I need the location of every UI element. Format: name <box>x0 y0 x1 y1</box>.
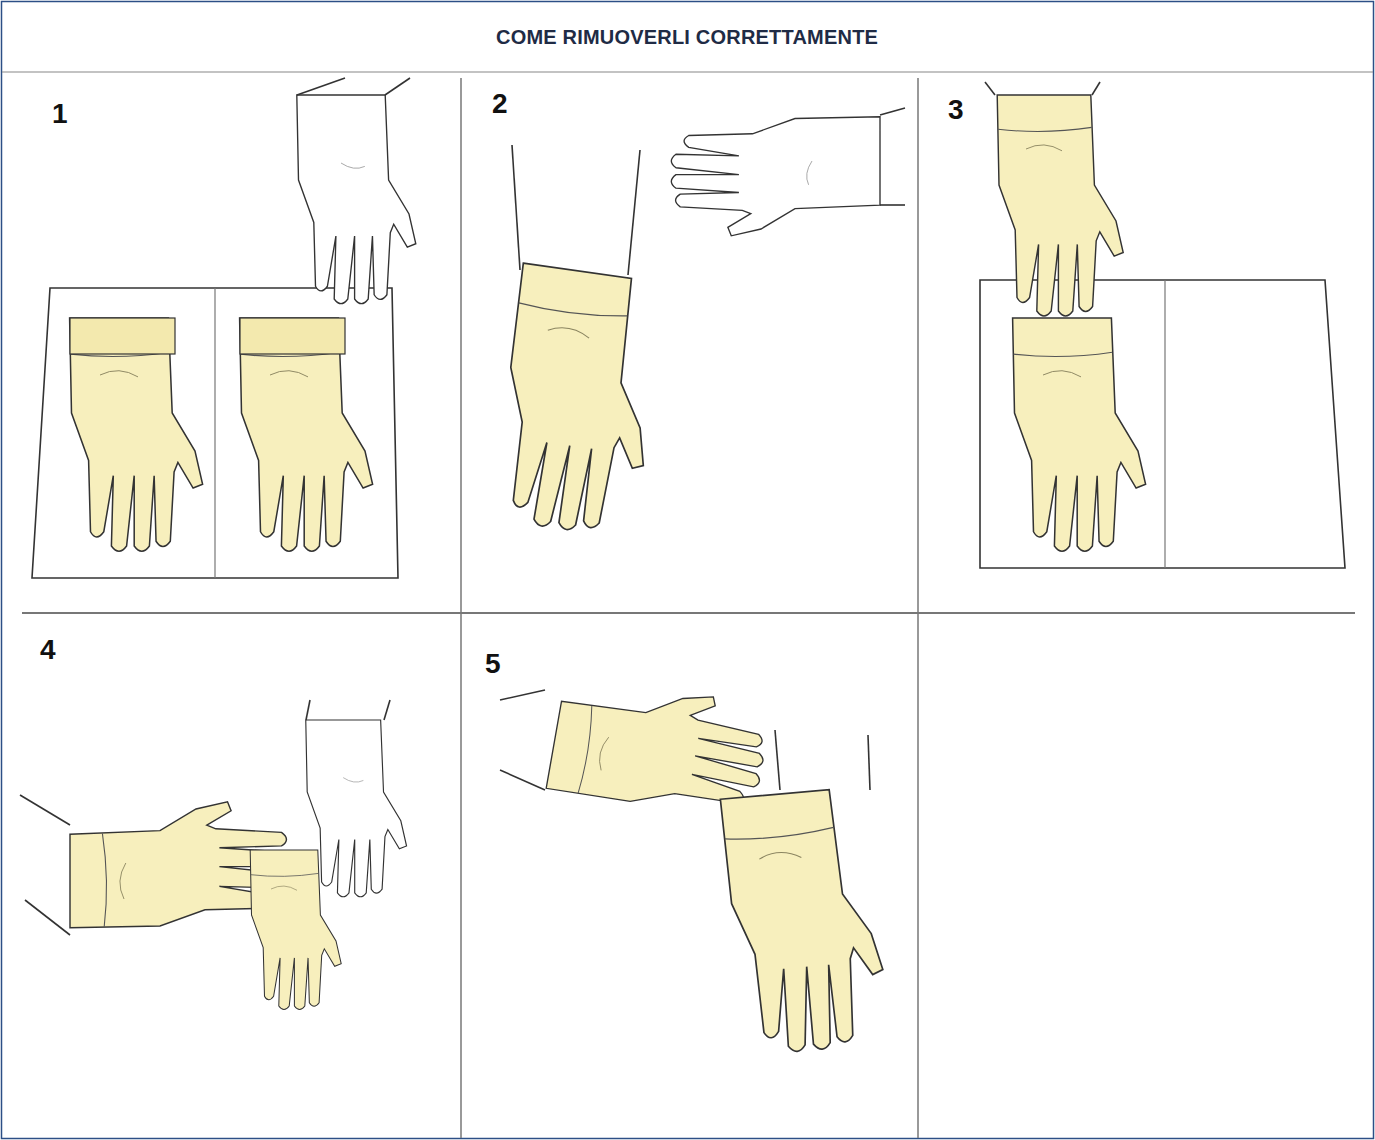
grid-line <box>917 78 919 1138</box>
callout-number: 4 <box>40 636 56 664</box>
callout-number: 5 <box>485 650 501 678</box>
panel-1-figure <box>32 78 416 578</box>
panel-2-figure <box>487 108 905 539</box>
panel-5-figure <box>500 671 889 1056</box>
callout-number: 3 <box>948 96 964 124</box>
grid-line <box>22 612 1355 614</box>
panel-4-figure <box>20 700 407 1010</box>
panel-3-figure <box>980 82 1345 568</box>
grid-line <box>460 78 462 1138</box>
callout-number: 1 <box>52 100 68 128</box>
callout-number: 2 <box>492 90 508 118</box>
header-rule <box>2 71 1373 72</box>
title-text: COME RIMUOVERLI CORRETTAMENTE <box>496 26 878 49</box>
